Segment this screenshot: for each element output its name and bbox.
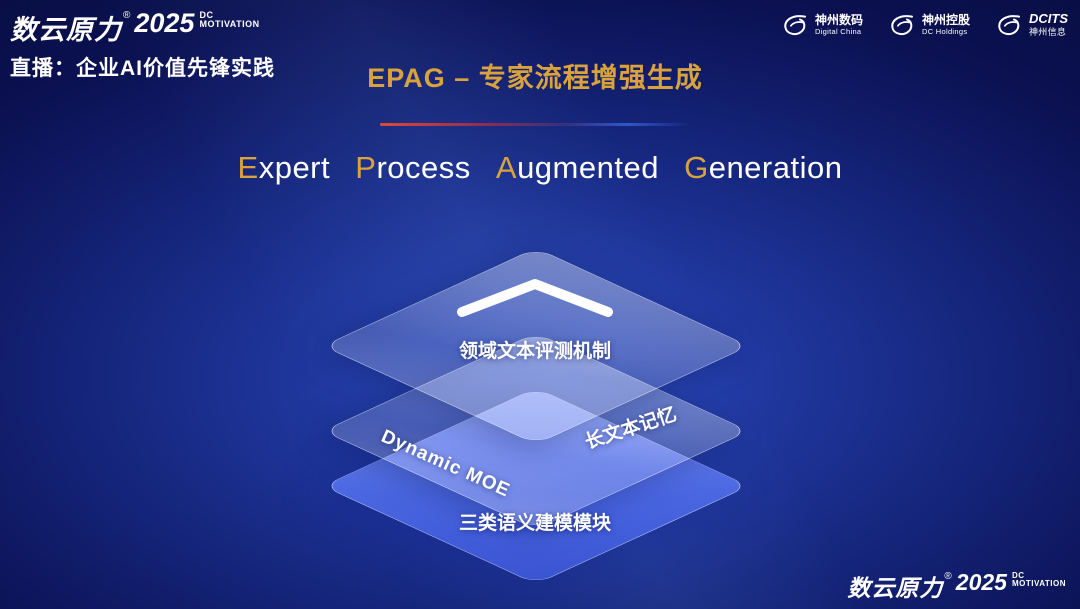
title-initial: P <box>355 150 377 185</box>
logo-dc-holdings: 神州控股 DC Holdings <box>887 10 970 40</box>
title-word-generation: Generation <box>684 150 842 185</box>
swoosh-icon <box>891 15 913 36</box>
chevron-up-icon <box>457 279 613 317</box>
page-title-english: Expert Process Augmented Generation <box>0 150 1080 186</box>
title-rest: ugmented <box>517 150 659 185</box>
logo-line2: 神州信息 <box>1029 27 1067 38</box>
brand-tag-motivation: MOTIVATION <box>199 19 260 30</box>
title-rest: xpert <box>258 150 331 185</box>
logo-line2: DC Holdings <box>921 26 968 36</box>
page-title-chinese: EPAG – 专家流程增强生成 <box>367 63 703 93</box>
title-word-augmented: Augmented <box>496 150 659 185</box>
brand-logo-top-left: 数云原力 ® 2025 DC MOTIVATION <box>10 8 260 47</box>
brand-tag-dc: DC <box>199 10 214 20</box>
title-word-process: Process <box>355 150 471 185</box>
brand-logo-bottom-right: 数云原力 ® 2025 DC MOTIVATION <box>847 569 1066 603</box>
brand-tag-dc: DC <box>1011 571 1025 580</box>
title-rest: rocess <box>376 150 471 185</box>
logo-line1: 神州数码 <box>814 12 863 27</box>
logo-text: 神州数码 Digital China <box>814 12 863 36</box>
registered-mark: ® <box>123 10 131 21</box>
swoosh-icon <box>998 15 1020 36</box>
label-domain-text-evaluation: 领域文本评测机制 <box>458 341 611 362</box>
partner-logos: 神州数码 Digital China 神州控股 DC Holdings DCIT… <box>780 10 1068 40</box>
swoosh-icon <box>784 15 806 36</box>
title-initial: G <box>684 150 709 185</box>
brand-tag-motivation: MOTIVATION <box>1011 579 1066 589</box>
brand-name: 数云原力 <box>847 575 944 601</box>
logo-dcits: DCITS 神州信息 <box>994 10 1068 40</box>
brand-year: 2025 <box>955 569 1007 595</box>
brand-year: 2025 <box>134 8 195 38</box>
label-semantic-modeling-modules: 三类语义建模模块 <box>458 513 611 534</box>
logo-text: 神州控股 DC Holdings <box>921 12 970 36</box>
title-initial: A <box>495 150 518 185</box>
brand-tagline: DC MOTIVATION <box>199 10 260 30</box>
title-initial: E <box>237 150 259 185</box>
logo-line1: 神州控股 <box>921 12 970 27</box>
logo-text: DCITS 神州信息 <box>1029 11 1068 38</box>
brand-name: 数云原力 <box>10 15 122 45</box>
title-rest: eneration <box>708 150 843 185</box>
logo-line2: Digital China <box>814 26 862 36</box>
registered-mark: ® <box>944 571 952 582</box>
logo-digital-china: 神州数码 Digital China <box>780 10 863 40</box>
title-word-expert: Expert <box>238 150 331 185</box>
live-stream-label: 直播：企业AI价值先锋实践 <box>10 57 275 80</box>
gradient-divider-line <box>380 123 690 126</box>
logo-line1: DCITS <box>1029 11 1068 27</box>
brand-tagline: DC MOTIVATION <box>1011 571 1066 589</box>
